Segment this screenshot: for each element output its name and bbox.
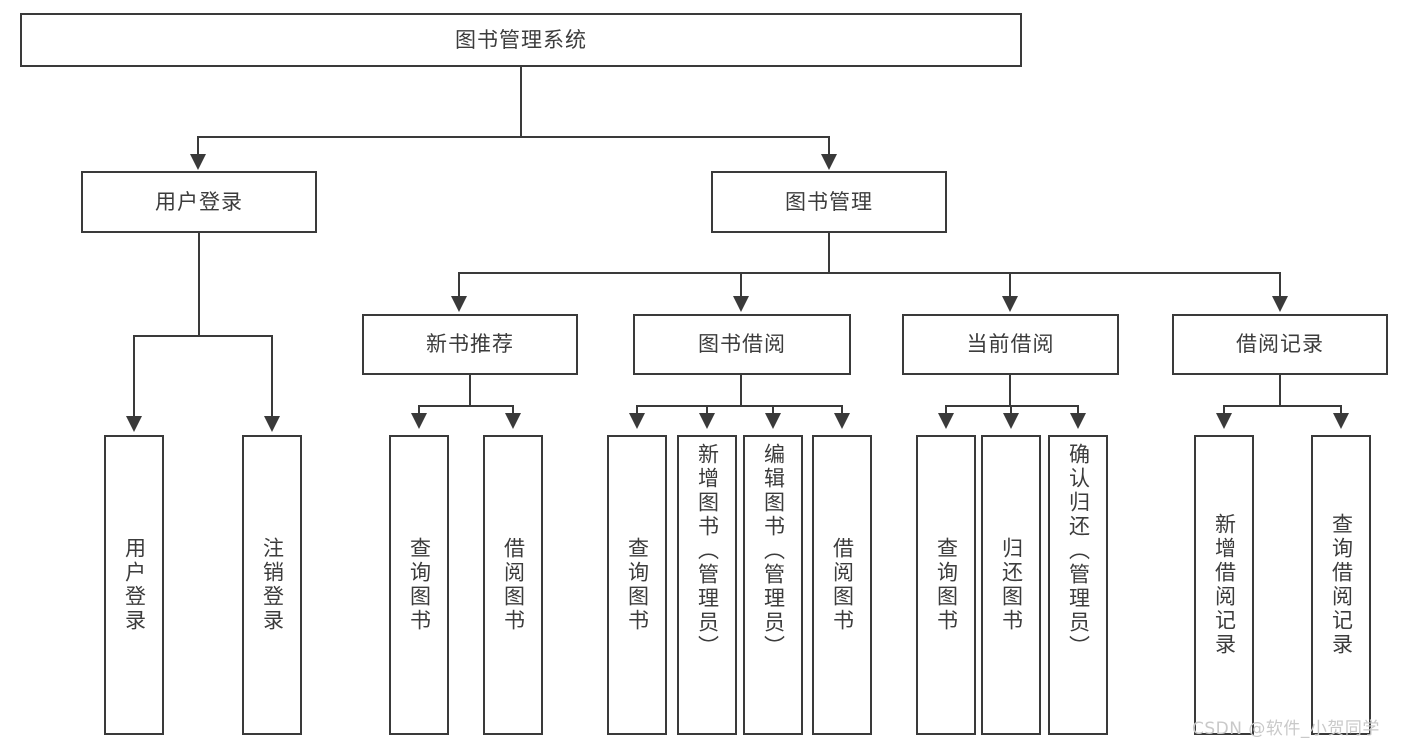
leaf-label: 查询图书 [407, 537, 432, 633]
leaf-logout[interactable]: 注销登录 [242, 435, 302, 735]
connector-currentborrow-drop-1 [945, 405, 947, 415]
arrowhead-bookborrow-leaf-2 [699, 413, 715, 429]
connector-bookmgmt-stem [828, 233, 830, 273]
arrowhead-bookborrow-leaf-1 [629, 413, 645, 429]
node-label: 当前借阅 [966, 332, 1055, 357]
leaf-edit-book-admin[interactable]: 编辑图书（管理员） [743, 435, 803, 735]
connector-userlogin-drop-1 [133, 335, 135, 418]
leaf-user-login[interactable]: 用户登录 [104, 435, 164, 735]
connector-bookmgmt-drop-3 [1009, 272, 1011, 298]
arrowhead-newbook-leaf-1 [411, 413, 427, 429]
node-current-borrow[interactable]: 当前借阅 [902, 314, 1119, 375]
arrowhead-records-leaf-1 [1216, 413, 1232, 429]
connector-root-to-userlogin [197, 136, 199, 156]
connector-bookborrow-bar [636, 405, 843, 407]
leaf-label: 查询图书 [625, 537, 650, 633]
connector-records-bar [1223, 405, 1342, 407]
connector-userlogin-bar [133, 335, 272, 337]
connector-newbook-bar [418, 405, 514, 407]
connector-newbook-drop-2 [512, 405, 514, 415]
leaf-query-book-recommend[interactable]: 查询图书 [389, 435, 449, 735]
leaf-label: 编辑图书（管理员） [761, 443, 786, 659]
arrowhead-to-logout-leaf [264, 416, 280, 432]
arrowhead-to-borrow-records [1272, 296, 1288, 312]
arrowhead-records-leaf-2 [1333, 413, 1349, 429]
node-book-management[interactable]: 图书管理 [711, 171, 947, 233]
connector-bookmgmt-drop-2 [740, 272, 742, 298]
connector-root-to-bookmgmt [828, 136, 830, 156]
connector-bookmgmt-drop-1 [458, 272, 460, 298]
connector-bookborrow-drop-4 [841, 405, 843, 415]
node-user-login[interactable]: 用户登录 [81, 171, 317, 233]
arrowhead-currentborrow-leaf-2 [1003, 413, 1019, 429]
node-label: 图书管理系统 [455, 27, 587, 52]
arrowhead-to-user-login-leaf [126, 416, 142, 432]
leaf-label: 查询图书 [934, 537, 959, 633]
connector-bookmgmt-bar [458, 272, 1281, 274]
leaf-label: 查询借阅记录 [1329, 513, 1354, 657]
leaf-confirm-return-admin[interactable]: 确认归还（管理员） [1048, 435, 1108, 735]
node-book-borrow[interactable]: 图书借阅 [633, 314, 851, 375]
node-borrow-records[interactable]: 借阅记录 [1172, 314, 1388, 375]
connector-currentborrow-drop-3 [1077, 405, 1079, 415]
leaf-add-book-admin[interactable]: 新增图书（管理员） [677, 435, 737, 735]
connector-currentborrow-drop-2 [1010, 405, 1012, 415]
leaf-borrow-book-recommend[interactable]: 借阅图书 [483, 435, 543, 735]
connector-bookborrow-drop-1 [636, 405, 638, 415]
connector-bookborrow-drop-3 [772, 405, 774, 415]
connector-currentborrow-bar [945, 405, 1079, 407]
arrowhead-to-bookmgmt [821, 154, 837, 170]
arrowhead-newbook-leaf-2 [505, 413, 521, 429]
connector-currentborrow-stem [1009, 375, 1011, 407]
arrowhead-to-book-borrow [733, 296, 749, 312]
node-label: 用户登录 [155, 189, 243, 214]
node-root-system[interactable]: 图书管理系统 [20, 13, 1022, 67]
arrowhead-to-new-book [451, 296, 467, 312]
connector-bookborrow-stem [740, 375, 742, 407]
arrowhead-to-userlogin [190, 154, 206, 170]
arrowhead-bookborrow-leaf-3 [765, 413, 781, 429]
connector-records-drop-1 [1223, 405, 1225, 415]
leaf-label: 新增借阅记录 [1212, 513, 1237, 657]
node-label: 借阅记录 [1236, 332, 1324, 357]
connector-bookmgmt-drop-4 [1279, 272, 1281, 298]
leaf-query-book-borrow[interactable]: 查询图书 [607, 435, 667, 735]
leaf-label: 注销登录 [260, 537, 285, 633]
node-label: 图书管理 [785, 189, 873, 214]
leaf-label: 归还图书 [999, 537, 1024, 633]
arrowhead-bookborrow-leaf-4 [834, 413, 850, 429]
leaf-borrow-book[interactable]: 借阅图书 [812, 435, 872, 735]
leaf-add-borrow-record[interactable]: 新增借阅记录 [1194, 435, 1254, 735]
connector-userlogin-drop-2 [271, 335, 273, 418]
connector-root-bar [198, 136, 830, 138]
leaf-label: 借阅图书 [830, 537, 855, 633]
arrowhead-currentborrow-leaf-1 [938, 413, 954, 429]
leaf-query-book-current[interactable]: 查询图书 [916, 435, 976, 735]
node-new-book-recommend[interactable]: 新书推荐 [362, 314, 578, 375]
leaf-label: 借阅图书 [501, 537, 526, 633]
connector-newbook-stem [469, 375, 471, 407]
leaf-label: 用户登录 [122, 537, 147, 633]
leaf-return-book[interactable]: 归还图书 [981, 435, 1041, 735]
leaf-label: 确认归还（管理员） [1066, 443, 1091, 659]
node-label: 图书借阅 [698, 332, 786, 357]
connector-userlogin-stem [198, 233, 200, 336]
connector-records-stem [1279, 375, 1281, 407]
arrowhead-currentborrow-leaf-3 [1070, 413, 1086, 429]
node-label: 新书推荐 [426, 332, 514, 357]
leaf-query-borrow-record[interactable]: 查询借阅记录 [1311, 435, 1371, 735]
connector-records-drop-2 [1340, 405, 1342, 415]
connector-bookborrow-drop-2 [706, 405, 708, 415]
connector-root-stem [520, 67, 522, 137]
connector-newbook-drop-1 [418, 405, 420, 415]
arrowhead-to-current-borrow [1002, 296, 1018, 312]
leaf-label: 新增图书（管理员） [695, 443, 720, 659]
